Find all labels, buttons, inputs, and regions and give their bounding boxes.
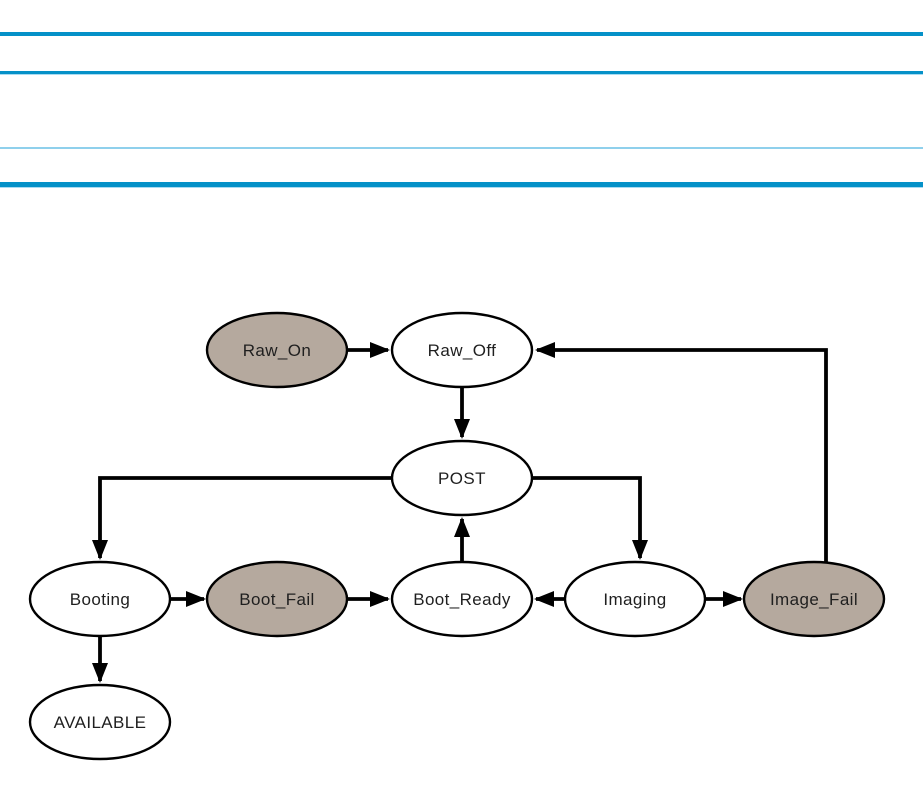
node-raw-on-shape [205,311,349,389]
header-rule-top-thick [0,32,923,36]
node-raw-off: Raw_Off [390,311,534,389]
node-post-shape [390,439,534,517]
node-image-fail-label: Image_Fail [770,590,858,609]
header-rule-medium [0,71,923,75]
node-booting-label: Booting [70,590,130,609]
node-available-label: AVAILABLE [54,713,147,732]
node-booting-shape [28,560,172,638]
node-raw-on-label: Raw_On [243,341,312,360]
node-image-fail-shape [742,560,886,638]
node-imaging: Imaging [563,560,707,638]
node-boot-ready: Boot_Ready [390,560,534,638]
node-boot-fail-label: Boot_Fail [239,590,314,609]
node-raw-off-label: Raw_Off [428,341,497,360]
node-available-shape [28,683,172,761]
node-raw-on: Raw_On [205,311,349,389]
state-diagram: Raw_On Raw_Off POST Booting Boot_Fail Bo… [28,311,886,761]
node-raw-off-shape [390,311,534,389]
node-boot-ready-shape [390,560,534,638]
node-available: AVAILABLE [28,683,172,761]
node-imaging-label: Imaging [603,590,666,609]
edge-post-to-imaging [532,476,648,560]
node-post: POST [390,439,534,517]
node-image-fail: Image_Fail [742,560,886,638]
header-rule-bottom-thick [0,182,923,188]
node-boot-ready-label: Boot_Ready [413,590,511,609]
node-boot-fail: Boot_Fail [205,560,349,638]
node-imaging-shape [563,560,707,638]
diagram-edges [92,342,828,683]
header-rule-light [0,147,923,149]
edge-image-fail-to-raw-off [535,342,828,562]
node-boot-fail-shape [205,560,349,638]
node-post-label: POST [438,469,486,488]
node-booting: Booting [28,560,172,638]
edge-post-to-booting [92,476,392,560]
